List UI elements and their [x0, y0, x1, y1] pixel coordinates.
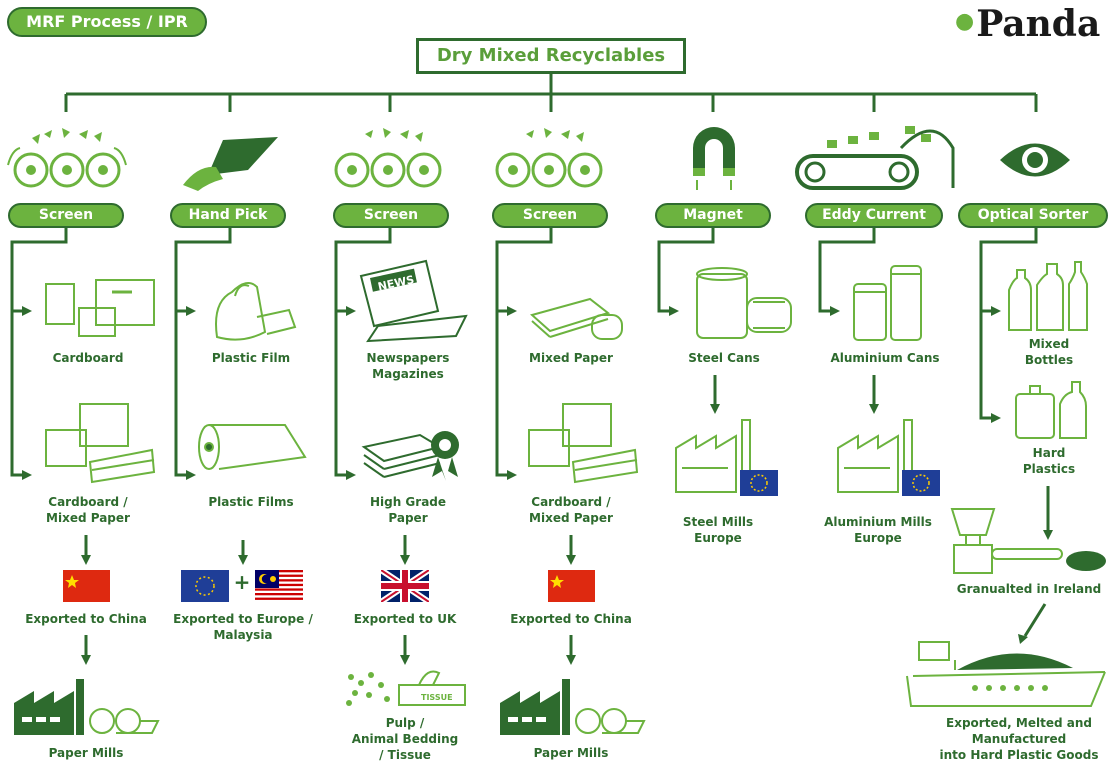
uk-flag-icon: [381, 570, 429, 602]
granulator-icon: [950, 508, 1106, 574]
magnet-icon: [693, 127, 735, 190]
malaysia-flag-icon: [255, 570, 303, 602]
mixed-paper-stack-icon: [530, 297, 623, 340]
item-high-grade-paper: High Grade Paper: [369, 495, 447, 525]
item-plastic-films: Plastic Films: [208, 495, 294, 509]
plastic-bottles-icon: [1008, 261, 1088, 331]
diagram-title: Dry Mixed Recyclables: [416, 38, 686, 74]
process-eddy-current: Eddy Current: [805, 203, 943, 228]
high-grade-paper-icon: [361, 431, 459, 481]
aluminium-cans-icon: [853, 265, 922, 341]
item-aluminium-mills-europe: Aluminium Mills Europe: [824, 515, 932, 545]
eye-icon: [1000, 143, 1070, 177]
process-hand-pick: Hand Pick: [170, 203, 286, 228]
item-cardboard-mixed-paper: Cardboard / Mixed Paper: [46, 495, 130, 525]
cardboard-paper-icon: [45, 403, 156, 484]
hard-plastics-icon: [1015, 381, 1087, 439]
item-hard-plastics: Hard Plastics: [1022, 446, 1076, 476]
plus-sign: +: [233, 570, 251, 594]
eu-flag-icon: [181, 570, 229, 602]
china-flag-icon: [63, 570, 110, 602]
tissue-label: TISSUE: [421, 693, 453, 702]
pulp-tissue-icon: TISSUE: [346, 670, 466, 706]
process-screen-2: Screen: [333, 203, 449, 228]
export-china-2: Exported to China: [510, 612, 632, 626]
cargo-ship-icon: [906, 641, 1106, 707]
paw-icon: ●: [955, 8, 975, 34]
steel-cans-icon: [696, 267, 792, 339]
item-cardboard: Cardboard: [52, 351, 124, 365]
hand-pick-icon: [183, 137, 278, 191]
paper-mill-icon: [14, 679, 160, 735]
final-pulp-bedding-tissue: Pulp / Animal Bedding / Tissue: [351, 716, 459, 762]
item-cardboard-mixed-paper: Cardboard / Mixed Paper: [529, 495, 613, 525]
section-tag: MRF Process / IPR: [7, 7, 207, 37]
item-mixed-paper: Mixed Paper: [529, 351, 613, 365]
cardboard-paper-icon: [528, 403, 639, 484]
process-optical-sorter: Optical Sorter: [958, 203, 1108, 228]
export-china-1: Exported to China: [25, 612, 147, 626]
process-magnet: Magnet: [655, 203, 771, 228]
aluminium-mill-eu-icon: [837, 419, 940, 496]
steel-mill-eu-icon: [675, 419, 778, 496]
china-flag-icon: [548, 570, 595, 602]
process-screen-3: Screen: [492, 203, 608, 228]
item-steel-cans: Steel Cans: [688, 351, 760, 365]
item-mixed-bottles: Mixed Bottles: [1024, 337, 1074, 367]
export-uk: Exported to UK: [353, 612, 457, 626]
export-europe-malaysia: Exported to Europe / Malaysia: [173, 612, 313, 642]
item-steel-mills-europe: Steel Mills Europe: [682, 515, 754, 545]
screen-rollers-icon: [334, 128, 442, 188]
eddy-current-conveyor-icon: [795, 126, 955, 190]
plastic-film-roll-icon: [198, 424, 307, 470]
item-aluminium-cans: Aluminium Cans: [830, 351, 940, 365]
granulated-ireland-label: Granualted in Ireland: [956, 582, 1102, 596]
screen-rollers-icon: [7, 128, 127, 188]
newspapers-icon: NEWS: [359, 259, 468, 343]
item-newspapers-magazines: Newspapers Magazines: [366, 351, 450, 381]
final-paper-mills-2: Paper Mills: [533, 746, 609, 760]
panda-logo: ●Panda: [955, 3, 1101, 45]
final-paper-mills-1: Paper Mills: [48, 746, 124, 760]
item-plastic-film: Plastic Film: [211, 351, 291, 365]
paper-mill-icon: [500, 679, 646, 735]
cardboard-boxes-icon: [45, 279, 155, 337]
plastic-bag-icon: [215, 282, 297, 341]
process-screen-1: Screen: [8, 203, 124, 228]
final-hard-plastic-goods: Exported, Melted and Manufactured into H…: [939, 716, 1099, 762]
screen-rollers-icon: [495, 128, 603, 188]
